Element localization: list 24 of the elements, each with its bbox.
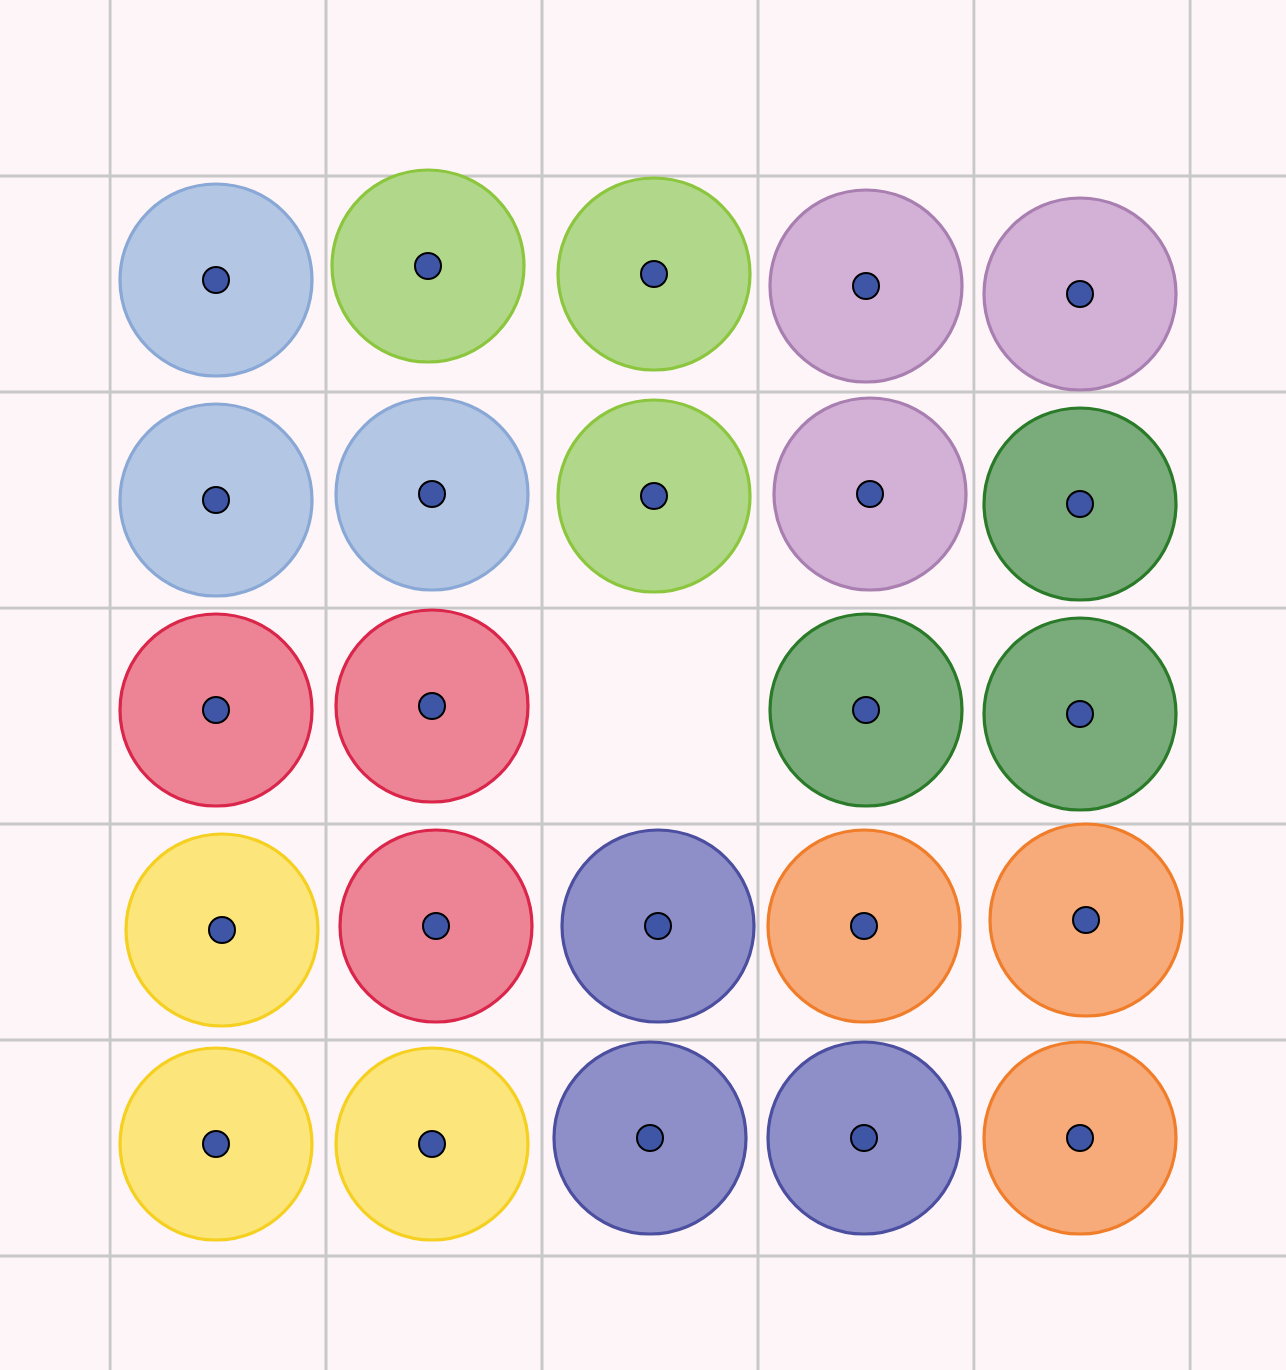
disc: [560, 828, 756, 1024]
disc: [556, 176, 752, 372]
disc: [334, 396, 530, 592]
disc: [982, 616, 1178, 812]
disc: [118, 182, 314, 378]
disc: [982, 406, 1178, 602]
disc: [772, 396, 968, 592]
disc: [768, 612, 964, 808]
disc: [766, 1040, 962, 1236]
disc: [556, 398, 752, 594]
disc: [982, 1040, 1178, 1236]
disc: [766, 828, 962, 1024]
disc: [118, 612, 314, 808]
disc: [988, 822, 1184, 1018]
disc: [334, 1046, 530, 1242]
disc: [330, 168, 526, 364]
disc: [552, 1040, 748, 1236]
disc: [982, 196, 1178, 392]
disc: [334, 608, 530, 804]
disc: [124, 832, 320, 1028]
disc: [118, 402, 314, 598]
disc: [338, 828, 534, 1024]
disc: [768, 188, 964, 384]
disc: [118, 1046, 314, 1242]
